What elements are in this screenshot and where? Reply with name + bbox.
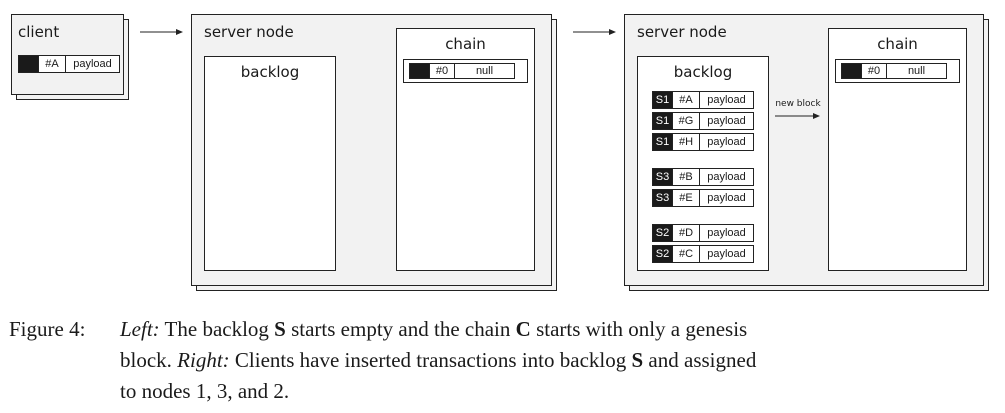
caption-line-3: to nodes 1, 3, and 2.	[120, 376, 1000, 407]
assigned-node-badge: S2	[653, 225, 672, 241]
server-left-title: server node	[204, 23, 294, 41]
transaction-id: #D	[672, 225, 699, 241]
node-slot	[842, 64, 861, 78]
server-left-chain: chain #0 null	[396, 28, 535, 271]
server-left-backlog: backlog	[204, 56, 336, 271]
block-id: #0	[861, 64, 886, 78]
transaction-payload: payload	[699, 113, 753, 129]
server-right-title: server node	[637, 23, 727, 41]
caption-line-1: Left: The backlog S starts empty and the…	[120, 314, 1000, 345]
transaction-payload: payload	[699, 225, 753, 241]
caption-line-2: block. Right: Clients have inserted tran…	[120, 345, 1000, 376]
caption-right-word: Right:	[177, 348, 230, 372]
transaction-payload: payload	[65, 56, 119, 72]
caption-symbol-c: C	[515, 317, 531, 341]
new-block-arrow	[775, 113, 820, 119]
caption-text: The backlog	[159, 317, 275, 341]
client-transaction: #A payload	[18, 55, 120, 73]
transaction-payload: payload	[699, 169, 753, 185]
node-slot	[410, 64, 429, 78]
assigned-node-badge: S3	[653, 190, 672, 206]
chain-title: chain	[445, 35, 486, 53]
server-left-panel: server node backlog chain #0 null	[191, 14, 552, 286]
assigned-node-badge: S2	[653, 246, 672, 262]
client-title: client	[18, 23, 60, 41]
chain-title: chain	[877, 35, 918, 53]
genesis-block: #0 null	[835, 59, 960, 83]
transaction-payload: payload	[699, 190, 753, 206]
genesis-block: #0 null	[403, 59, 528, 83]
caption-text: and assigned	[643, 348, 757, 372]
caption-text: starts with only a genesis	[530, 317, 748, 341]
block-id: #0	[429, 64, 454, 78]
figure-label: Figure 4:	[9, 317, 86, 341]
transaction-id: #G	[672, 113, 699, 129]
transaction-id: #B	[672, 169, 699, 185]
assigned-node-badge: S1	[653, 134, 672, 150]
transaction-payload: payload	[699, 92, 753, 108]
node-slot	[19, 56, 38, 72]
transaction-payload: payload	[699, 134, 753, 150]
server-right-chain: chain #0 null	[828, 28, 967, 271]
arrow-client-to-server	[140, 29, 183, 35]
assigned-node-badge: S1	[653, 113, 672, 129]
caption-left-word: Left:	[120, 317, 160, 341]
transaction-payload: payload	[699, 246, 753, 262]
transaction-id: #H	[672, 134, 699, 150]
caption-text: Clients have inserted transactions into …	[229, 348, 632, 372]
transaction-id: #A	[38, 56, 65, 72]
new-block-label: new block	[775, 99, 821, 109]
transaction-id: #C	[672, 246, 699, 262]
client-panel: client #A payload	[11, 14, 124, 95]
arrow-to-right-server	[573, 29, 616, 35]
transaction-id: #A	[672, 92, 699, 108]
backlog-title: backlog	[240, 63, 300, 81]
caption-symbol-s: S	[631, 348, 644, 372]
caption-text: starts empty and the chain	[285, 317, 516, 341]
caption-text: block.	[120, 348, 178, 372]
backlog-title: backlog	[673, 63, 733, 81]
assigned-node-badge: S3	[653, 169, 672, 185]
assigned-node-badge: S1	[653, 92, 672, 108]
block-value: null	[454, 64, 514, 78]
caption-symbol-s: S	[274, 317, 286, 341]
figure-caption: Left: The backlog S starts empty and the…	[120, 314, 1000, 407]
caption-text: to nodes 1, 3, and 2.	[120, 379, 290, 403]
block-value: null	[886, 64, 946, 78]
transaction-id: #E	[672, 190, 699, 206]
